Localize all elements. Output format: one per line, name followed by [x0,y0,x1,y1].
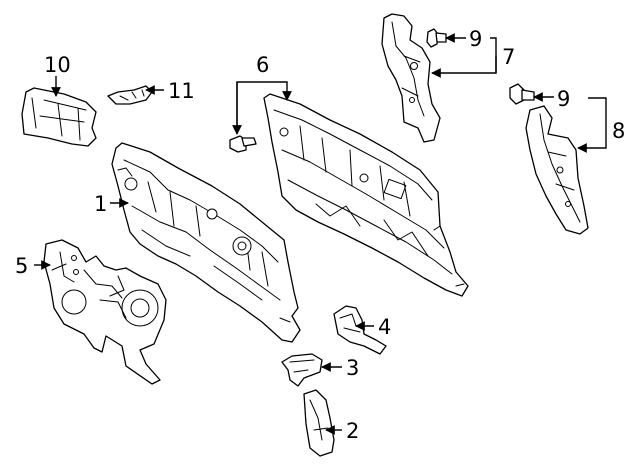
dash-panel-part-6 [263,93,469,297]
rivet-icon [509,83,535,105]
dash-panel-part-1 [111,142,301,343]
callout-labels: 1 2 3 4 5 6 7 8 9 9 10 11 [15,27,625,443]
callout-9-right: 9 [557,87,570,111]
callout-3: 3 [346,356,359,380]
bracket-part-3 [281,353,323,387]
bracket-part-7 [381,13,441,143]
bracket-part-8 [525,105,589,235]
clip-part-11 [107,85,153,105]
bolt-icon [229,135,257,153]
callout-4: 4 [378,315,391,339]
callout-7: 7 [502,45,515,69]
callout-11: 11 [168,79,195,103]
callout-9-upper: 9 [469,27,482,51]
bracket-part-2 [303,389,335,457]
callout-10: 10 [44,53,71,77]
callout-8: 8 [612,119,625,143]
callout-6: 6 [256,53,269,77]
insulator-part-5 [43,239,167,385]
leader-lines [34,33,607,435]
callout-5: 5 [15,254,28,278]
rivet-icon [426,28,447,48]
callout-2: 2 [346,419,359,443]
bracket-part-10 [21,87,97,147]
callout-1: 1 [94,192,107,216]
